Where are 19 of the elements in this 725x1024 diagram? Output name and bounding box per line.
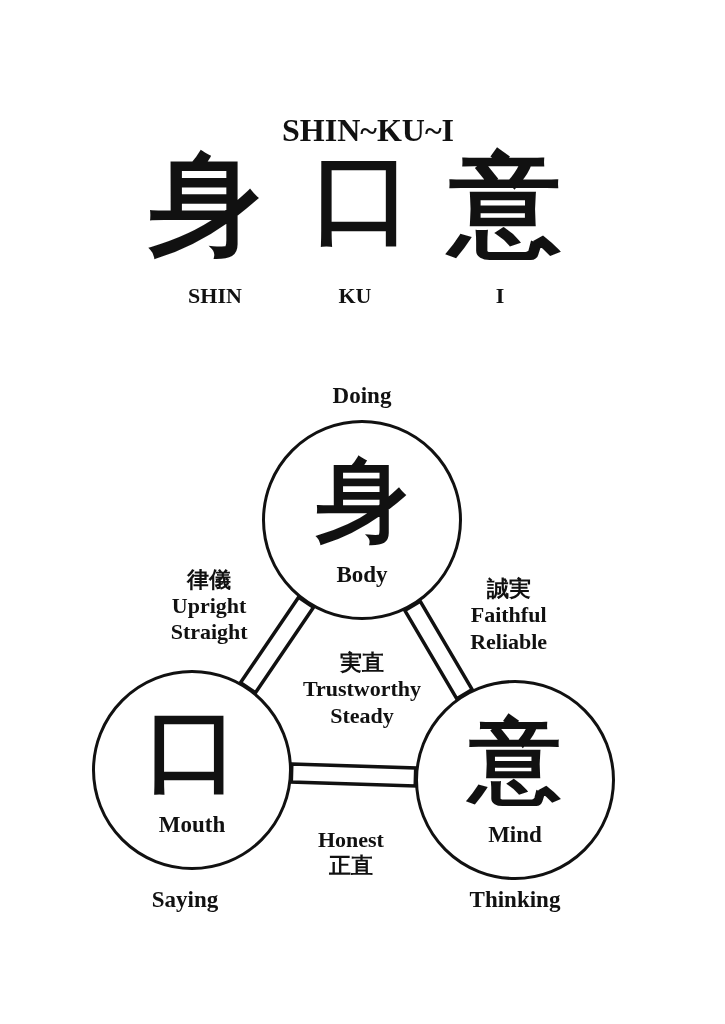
center-label: 実直 Trustworthy Steady xyxy=(302,650,422,730)
romanization: KU xyxy=(338,283,372,309)
node-label: Doing xyxy=(332,383,392,409)
edge-label: Honest 正直 xyxy=(317,826,384,880)
node-label: Thinking xyxy=(469,887,561,913)
romanization: SHIN xyxy=(188,283,242,309)
double-line xyxy=(289,762,418,788)
edge-label: 律儀 Upright Straight xyxy=(170,566,248,647)
circle-label: Mouth xyxy=(158,812,226,838)
romanization: I xyxy=(495,283,505,309)
double-line xyxy=(238,594,316,696)
circle-label: Body xyxy=(336,562,388,588)
edge-label: 誠実 Faithful Reliable xyxy=(470,576,548,656)
node-label: Saying xyxy=(151,887,219,913)
calligraphy-character: 身 xyxy=(149,136,261,271)
calligraphy-character: 口 xyxy=(146,695,238,806)
circle-label: Mind xyxy=(488,822,542,848)
double-line xyxy=(402,598,475,702)
calligraphy-character: 身 xyxy=(316,445,408,556)
